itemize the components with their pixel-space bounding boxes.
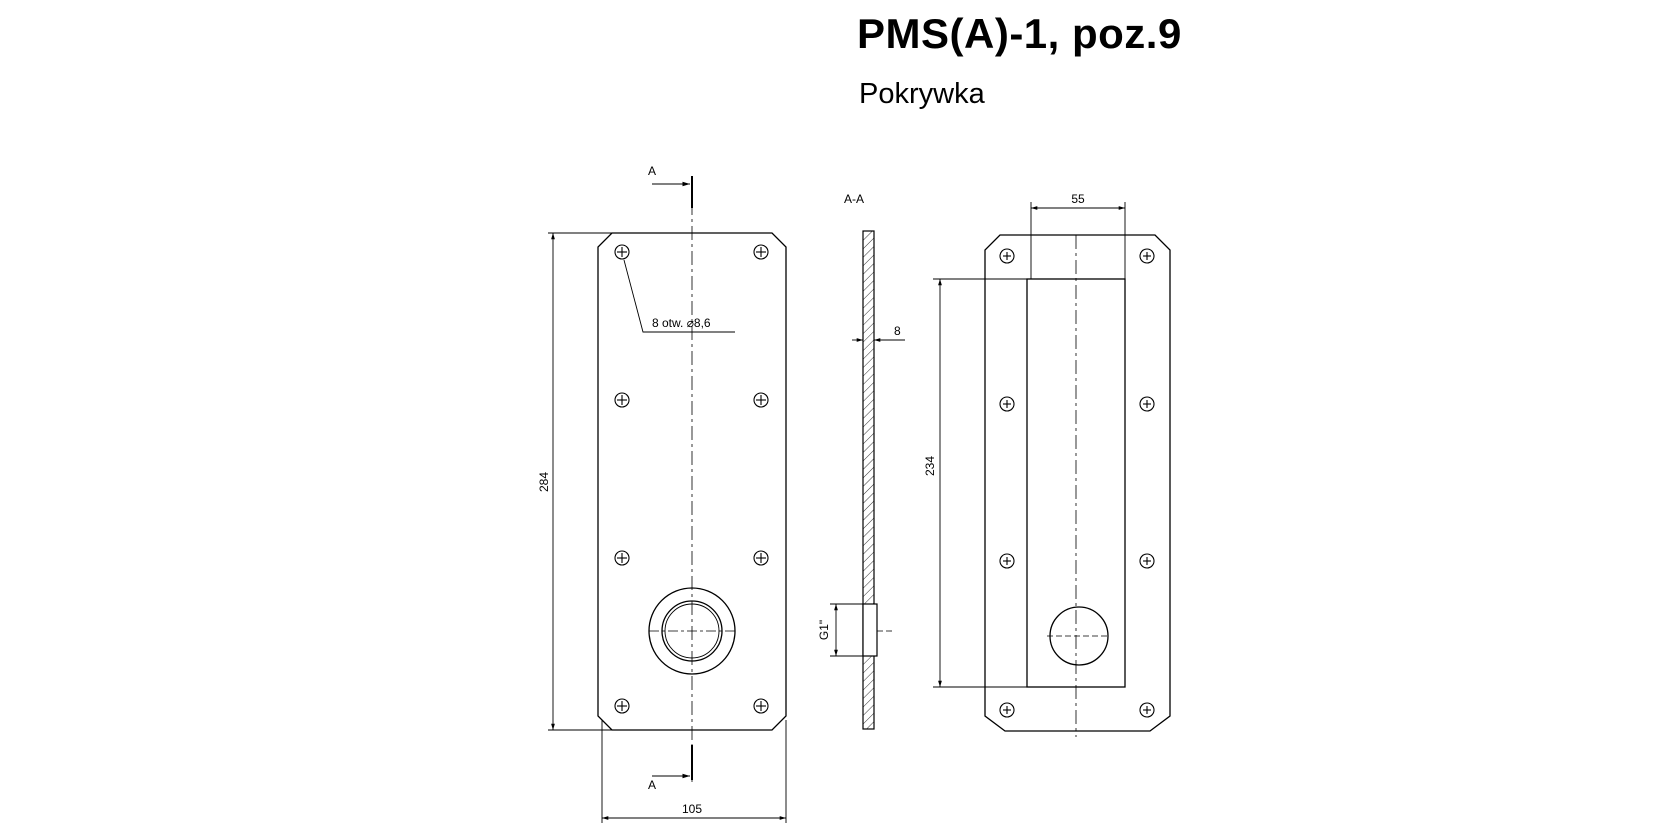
hole-note: 8 otw. ⌀8,6 bbox=[652, 316, 711, 330]
section-mark-top: A bbox=[648, 164, 656, 178]
section-thread-label: G1" bbox=[817, 620, 831, 640]
section-thickness-label: 8 bbox=[894, 324, 901, 338]
front-plate-outline bbox=[597, 232, 787, 731]
back-plate-outline bbox=[984, 234, 1171, 732]
bolt-hole bbox=[753, 550, 769, 566]
front-height-label: 284 bbox=[537, 472, 551, 492]
front-view bbox=[548, 176, 787, 823]
drawing-title: PMS(A)-1, poz.9 bbox=[857, 10, 1182, 57]
section-plate-hatched bbox=[862, 230, 875, 730]
section-arrows bbox=[652, 176, 693, 780]
back-height-label: 234 bbox=[923, 456, 937, 476]
pipe-connection bbox=[648, 587, 736, 675]
back-view bbox=[933, 202, 1171, 737]
hex-bolt bbox=[999, 248, 1015, 264]
back-width-dimension bbox=[1030, 202, 1126, 279]
hex-bolt bbox=[1139, 702, 1155, 718]
hex-bolt bbox=[1139, 553, 1155, 569]
hex-bolt bbox=[999, 553, 1015, 569]
section-view bbox=[830, 230, 905, 730]
section-thread-dimension bbox=[830, 603, 866, 657]
back-width-label: 55 bbox=[1071, 192, 1085, 206]
back-pipe-opening bbox=[1047, 606, 1110, 666]
front-width-label: 105 bbox=[682, 802, 702, 816]
section-nipple bbox=[862, 603, 878, 657]
bolt-hole bbox=[614, 392, 630, 408]
section-mark-bottom: A bbox=[648, 778, 656, 792]
hole-note-leader bbox=[623, 259, 735, 333]
hex-bolt bbox=[1139, 396, 1155, 412]
hex-bolt bbox=[1139, 248, 1155, 264]
bolt-hole bbox=[753, 392, 769, 408]
bolt-hole bbox=[753, 698, 769, 714]
hex-bolts bbox=[999, 248, 1155, 718]
bolt-hole bbox=[614, 244, 630, 260]
bolt-holes bbox=[614, 244, 769, 714]
front-width-dimension bbox=[601, 720, 787, 823]
section-label: A-A bbox=[844, 192, 864, 206]
front-height-dimension bbox=[548, 232, 612, 731]
drawing-subtitle: Pokrywka bbox=[859, 78, 985, 110]
bolt-hole bbox=[753, 244, 769, 260]
bolt-hole bbox=[614, 698, 630, 714]
bolt-hole bbox=[614, 550, 630, 566]
hex-bolt bbox=[999, 702, 1015, 718]
back-height-dimension bbox=[933, 278, 1027, 688]
hex-bolt bbox=[999, 396, 1015, 412]
